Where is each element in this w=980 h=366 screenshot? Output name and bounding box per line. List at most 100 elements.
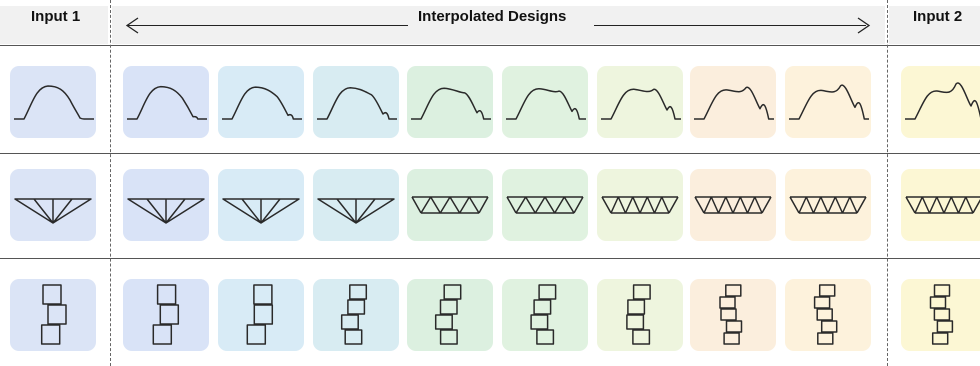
stacked-boxes-drawing <box>246 284 274 345</box>
roof-truss-drawing <box>506 196 584 214</box>
roof-truss-drawing <box>905 196 980 214</box>
roof-truss-drawing <box>694 196 772 214</box>
hill-profile-shape <box>601 88 681 120</box>
design-tile-hill-profile <box>123 66 209 138</box>
stacked-boxes-shape <box>626 284 651 345</box>
hill-profile-shape <box>317 86 397 120</box>
hill-profile-drawing <box>905 82 980 120</box>
arrow-left-icon <box>125 17 139 34</box>
design-tile-roof-truss <box>502 169 588 241</box>
input-2-divider <box>887 0 888 366</box>
design-tile-hill-profile <box>597 66 683 138</box>
design-tile-stacked-boxes <box>597 279 683 351</box>
input-1-label: Input 1 <box>31 8 81 25</box>
arrow-right-icon <box>857 17 871 34</box>
design-tile-roof-truss <box>690 169 776 241</box>
stacked-boxes-drawing <box>40 284 67 345</box>
hill-profile-drawing <box>789 84 869 120</box>
roof-truss-shape <box>601 196 679 214</box>
roof-truss-drawing <box>127 198 205 224</box>
stacked-boxes-drawing <box>929 284 954 345</box>
design-tile-stacked-boxes <box>690 279 776 351</box>
roof-truss-drawing <box>317 198 395 224</box>
stacked-boxes-drawing <box>626 284 651 345</box>
design-tile-stacked-boxes <box>407 279 493 351</box>
roof-truss-shape <box>411 196 489 214</box>
stacked-boxes-drawing <box>434 284 462 345</box>
design-tile-roof-truss <box>218 169 304 241</box>
design-tile-hill-profile <box>901 66 980 138</box>
hill-profile-shape <box>411 87 491 120</box>
stacked-boxes-shape <box>719 284 743 345</box>
roof-truss-shape <box>694 196 772 214</box>
arrow-line-left <box>128 25 408 26</box>
design-tile-hill-profile <box>313 66 399 138</box>
hill-profile-shape <box>222 86 302 120</box>
design-tile-stacked-boxes <box>123 279 209 351</box>
design-tile-stacked-boxes <box>313 279 399 351</box>
roof-truss-shape <box>127 198 205 224</box>
design-tile-hill-profile <box>218 66 304 138</box>
hill-profile-drawing <box>127 85 207 120</box>
design-tile-stacked-boxes <box>785 279 871 351</box>
roof-truss-shape <box>506 196 584 214</box>
row-separator <box>0 153 980 154</box>
roof-truss-drawing <box>222 198 300 224</box>
design-tile-stacked-boxes <box>218 279 304 351</box>
hill-profile-shape <box>506 88 586 120</box>
stacked-boxes-shape <box>152 284 180 345</box>
stacked-boxes-shape <box>40 284 67 345</box>
row-separator <box>0 45 980 46</box>
hill-profile-shape <box>789 84 869 120</box>
stacked-boxes-shape <box>813 284 838 345</box>
hill-profile-drawing <box>222 86 302 120</box>
roof-truss-shape <box>317 198 395 224</box>
stacked-boxes-shape <box>434 284 462 345</box>
roof-truss-shape <box>905 196 980 214</box>
design-tile-roof-truss <box>313 169 399 241</box>
hill-profile-shape <box>14 85 94 120</box>
stacked-boxes-drawing <box>340 284 368 345</box>
hill-profile-shape <box>127 85 207 120</box>
interpolated-designs-label: Interpolated Designs <box>418 8 567 25</box>
header-bar-right <box>889 6 980 44</box>
stacked-boxes-drawing <box>719 284 743 345</box>
design-tile-stacked-boxes <box>901 279 980 351</box>
roof-truss-shape <box>789 196 867 214</box>
stacked-boxes-drawing <box>152 284 180 345</box>
stacked-boxes-shape <box>246 284 274 345</box>
row-separator <box>0 258 980 259</box>
roof-truss-drawing <box>789 196 867 214</box>
hill-profile-shape <box>905 82 980 120</box>
design-tile-hill-profile <box>502 66 588 138</box>
design-tile-stacked-boxes <box>10 279 96 351</box>
design-tile-roof-truss <box>10 169 96 241</box>
roof-truss-drawing <box>601 196 679 214</box>
hill-profile-drawing <box>506 88 586 120</box>
design-tile-roof-truss <box>901 169 980 241</box>
arrow-line-right <box>594 25 866 26</box>
stacked-boxes-drawing <box>530 284 557 345</box>
stacked-boxes-drawing <box>813 284 838 345</box>
roof-truss-shape <box>222 198 300 224</box>
hill-profile-shape <box>694 86 774 120</box>
design-tile-hill-profile <box>407 66 493 138</box>
stacked-boxes-shape <box>929 284 954 345</box>
header-bar-left <box>0 6 108 44</box>
design-tile-roof-truss <box>785 169 871 241</box>
hill-profile-drawing <box>317 86 397 120</box>
roof-truss-drawing <box>411 196 489 214</box>
design-tile-hill-profile <box>690 66 776 138</box>
roof-truss-shape <box>14 198 92 224</box>
roof-truss-drawing <box>14 198 92 224</box>
stacked-boxes-shape <box>340 284 368 345</box>
stacked-boxes-shape <box>530 284 557 345</box>
hill-profile-drawing <box>694 86 774 120</box>
hill-profile-drawing <box>601 88 681 120</box>
hill-profile-drawing <box>14 85 94 120</box>
input-2-label: Input 2 <box>913 8 963 25</box>
design-tile-stacked-boxes <box>502 279 588 351</box>
design-tile-roof-truss <box>123 169 209 241</box>
design-tile-hill-profile <box>785 66 871 138</box>
design-tile-roof-truss <box>407 169 493 241</box>
